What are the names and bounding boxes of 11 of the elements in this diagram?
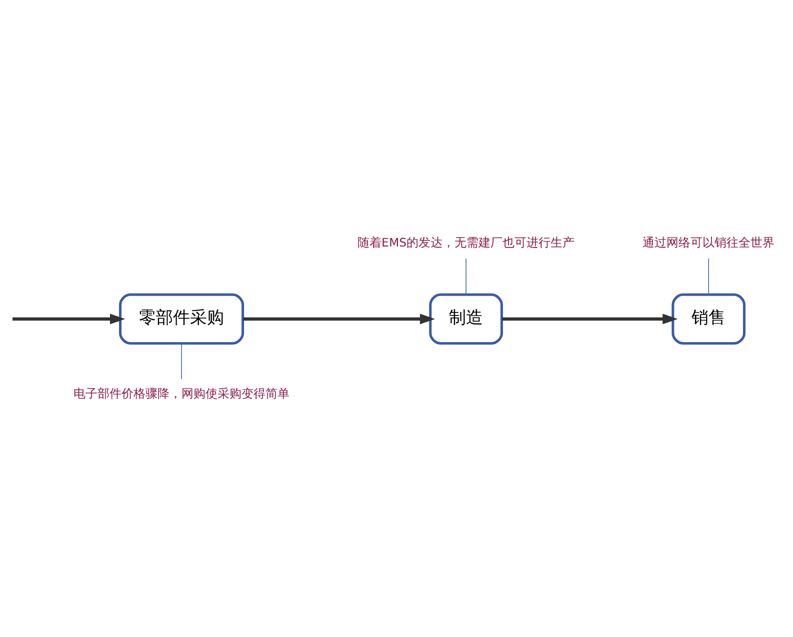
arrow bbox=[12, 313, 126, 324]
arrow bbox=[502, 313, 678, 324]
node-text: 随着EMS的发达，无需建厂也可进行生产 bbox=[358, 235, 575, 250]
node-box: 制造 bbox=[429, 292, 503, 344]
arrow bbox=[243, 313, 436, 324]
node-text: 电子部件价格骤降，网购使采购变得简单 bbox=[74, 386, 290, 400]
connector bbox=[181, 342, 182, 380]
connector bbox=[708, 258, 710, 294]
node-text: 通过网络可以销往全世界 bbox=[642, 235, 775, 250]
node-box: 零部件采购 bbox=[119, 292, 244, 344]
node-box: 销售 bbox=[672, 292, 746, 344]
